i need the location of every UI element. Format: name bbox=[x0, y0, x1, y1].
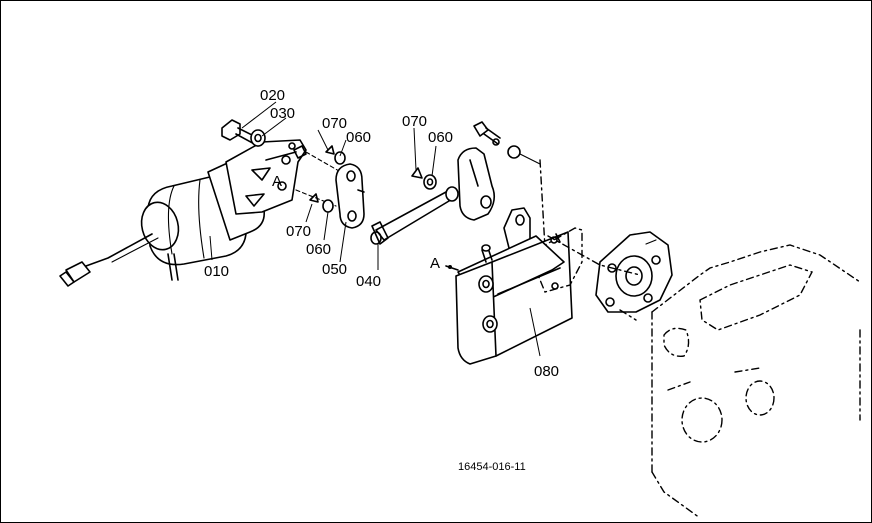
callout-070-bottom: 070 bbox=[286, 223, 311, 240]
leader-lines bbox=[209, 101, 541, 357]
callout-010: 010 bbox=[204, 263, 229, 280]
washer-030 bbox=[250, 129, 266, 147]
engine-housing-phantom bbox=[651, 244, 861, 519]
link-rod-040 bbox=[370, 186, 459, 245]
pump-cover bbox=[595, 231, 673, 313]
callout-060-bottom: 060 bbox=[306, 241, 331, 258]
governor-lever bbox=[457, 121, 541, 221]
bracket-080 bbox=[445, 207, 573, 365]
callout-060-top-left: 060 bbox=[346, 129, 371, 146]
washer-060-left-top bbox=[334, 151, 346, 165]
solenoid-body bbox=[59, 139, 307, 287]
washer-060-left-bottom bbox=[322, 199, 334, 213]
marker-a-solenoid: A bbox=[272, 173, 282, 190]
callout-050: 050 bbox=[322, 261, 347, 278]
lever-050 bbox=[335, 163, 365, 229]
marker-a-bracket: A bbox=[430, 255, 440, 272]
cotter-pin-070-right bbox=[411, 167, 423, 179]
marker-arrow-solenoid bbox=[265, 151, 297, 161]
callout-030: 030 bbox=[270, 105, 295, 122]
callout-060-top-right: 060 bbox=[428, 129, 453, 146]
cotter-pin-070-left-top bbox=[325, 145, 335, 155]
callout-070-top-right: 070 bbox=[402, 113, 427, 130]
cotter-pin-070-left-bottom bbox=[309, 193, 319, 203]
washer-060-right bbox=[423, 174, 437, 190]
callout-070-top-left: 070 bbox=[322, 115, 347, 132]
callout-020: 020 bbox=[260, 87, 285, 104]
callout-080: 080 bbox=[534, 363, 559, 380]
callout-040: 040 bbox=[356, 273, 381, 290]
figure-code: 16454-016-11 bbox=[458, 461, 526, 473]
